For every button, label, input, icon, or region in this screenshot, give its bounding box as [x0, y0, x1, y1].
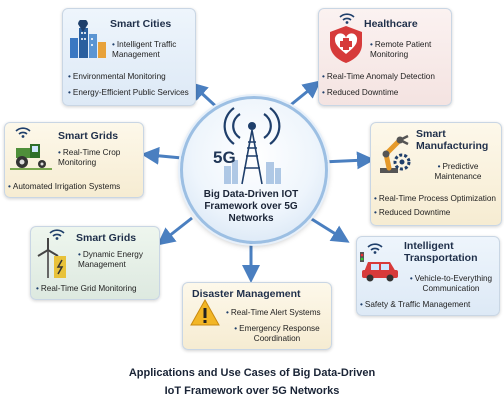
card-title-healthcare: Healthcare — [364, 18, 418, 30]
list-item: •Environmental Monitoring — [68, 72, 166, 81]
list-item: •Vehicle-to-Everything Communication — [409, 274, 493, 293]
list-item: •Reduced Downtime — [322, 88, 399, 97]
wifi-icon — [339, 13, 355, 24]
card-title-intelligent-transportation: Intelligent Transportation — [404, 240, 478, 264]
wind-turbine-icon — [37, 238, 66, 278]
list-item: •Safety & Traffic Management — [360, 300, 471, 309]
list-item: •Real-Time Alert Systems — [226, 308, 321, 317]
arrow-smart-grids-1 — [141, 146, 183, 165]
caption-line-1: Applications and Use Cases of Big Data-D… — [128, 367, 376, 379]
robot-arm-icon — [380, 134, 411, 173]
heart-shield-icon — [330, 26, 362, 63]
hub-title: Big Data-Driven IOT Framework over 5G Ne… — [203, 189, 299, 224]
list-item: •Emergency Response Coordination — [234, 324, 320, 343]
wifi-icon — [15, 127, 31, 138]
list-item: •Automated Irrigation Systems — [8, 182, 121, 191]
list-item: •Reduced Downtime — [374, 208, 451, 217]
list-item: •Remote Patient Monitoring — [370, 40, 432, 59]
warning-icon — [190, 298, 220, 326]
arrow-smart-manufacturing — [321, 151, 375, 170]
arrow-smart-grids-2 — [156, 216, 193, 246]
arrow-intelligent-transportation — [309, 216, 350, 243]
city-icon — [70, 20, 106, 58]
list-item: •Real-Time Anomaly Detection — [322, 72, 435, 81]
card-title-smart-manufacturing: Smart Manufacturing — [416, 128, 489, 152]
cell-tower-icon — [223, 107, 281, 185]
list-item: •Energy-Efficient Public Services — [68, 88, 189, 97]
card-title-smart-cities: Smart Cities — [110, 18, 172, 30]
card-title-smart-grids-agri: Smart Grids — [58, 130, 119, 142]
wifi-icon — [367, 243, 383, 254]
list-item: •Intelligent Traffic Management — [112, 40, 177, 59]
tractor-icon — [10, 144, 52, 170]
caption-line-2: IoT Framework over 5G Networks — [164, 385, 340, 397]
car-icon — [360, 252, 398, 282]
hub-5g-badge: 5G — [213, 148, 236, 167]
central-hub — [180, 96, 328, 244]
list-item: •Predictive Maintenance — [434, 162, 482, 181]
list-item: •Real-Time Crop Monitoring — [58, 148, 121, 167]
list-item: •Real-Time Process Optimization — [374, 194, 496, 203]
list-item: •Real-Time Grid Monitoring — [36, 284, 137, 293]
card-title-smart-grids-energy: Smart Grids — [76, 232, 137, 244]
wifi-icon — [49, 229, 65, 240]
list-item: •Dynamic Energy Management — [78, 250, 143, 269]
card-smart-manufacturing — [370, 122, 502, 226]
card-smart-grids-energy — [30, 226, 160, 300]
card-title-disaster-management: Disaster Management — [192, 288, 301, 300]
